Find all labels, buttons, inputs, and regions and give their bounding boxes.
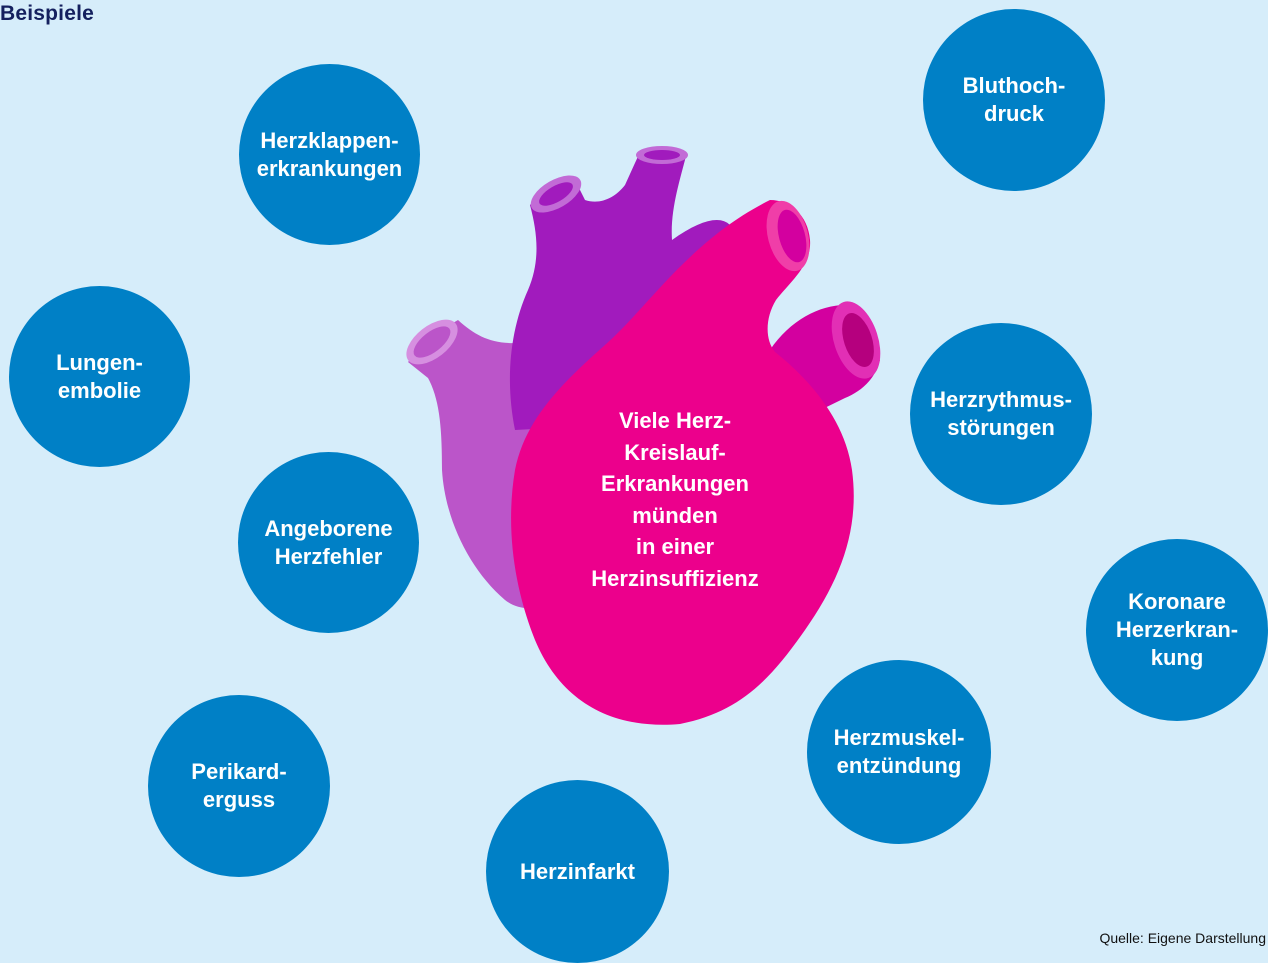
circle-bluthochdruck: Bluthoch- druck bbox=[923, 9, 1105, 191]
circle-herzklappen: Herzklappen- erkrankungen bbox=[239, 64, 420, 245]
circle-label: Herzrythmus- störungen bbox=[930, 387, 1072, 440]
circle-herzmuskel: Herzmuskel- entzündung bbox=[807, 660, 991, 844]
circle-label: Herzmuskel- entzündung bbox=[833, 725, 965, 778]
circle-angeborene: Angeborene Herzfehler bbox=[238, 452, 419, 633]
circle-herzinfarkt: Herzinfarkt bbox=[486, 780, 669, 963]
circle-lungenembolie: Lungen- embolie bbox=[9, 286, 190, 467]
center-statement: Viele Herz- Kreislauf- Erkrankungen münd… bbox=[591, 408, 759, 591]
circle-label: Herzinfarkt bbox=[520, 858, 635, 884]
heart-ventricle bbox=[511, 200, 854, 725]
circle-label: Perikard- erguss bbox=[191, 759, 287, 812]
circle-label: Angeborene Herzfehler bbox=[264, 515, 393, 569]
circle-label: Bluthoch- druck bbox=[962, 73, 1066, 126]
circle-label: Koronare Herzerkran- kung bbox=[1115, 589, 1239, 670]
circle-herzrhythmus: Herzrythmus- störungen bbox=[910, 323, 1092, 505]
circle-label: Herzklappen- erkrankungen bbox=[256, 127, 403, 181]
circle-perikard: Perikard- erguss bbox=[148, 695, 330, 877]
page-title: Beispiele bbox=[0, 2, 95, 25]
circle-label: Lungen- embolie bbox=[56, 349, 143, 403]
source-note: Quelle: Eigene Darstellung bbox=[1099, 930, 1266, 946]
circle-koronare: Koronare Herzerkran- kung bbox=[1086, 539, 1268, 721]
